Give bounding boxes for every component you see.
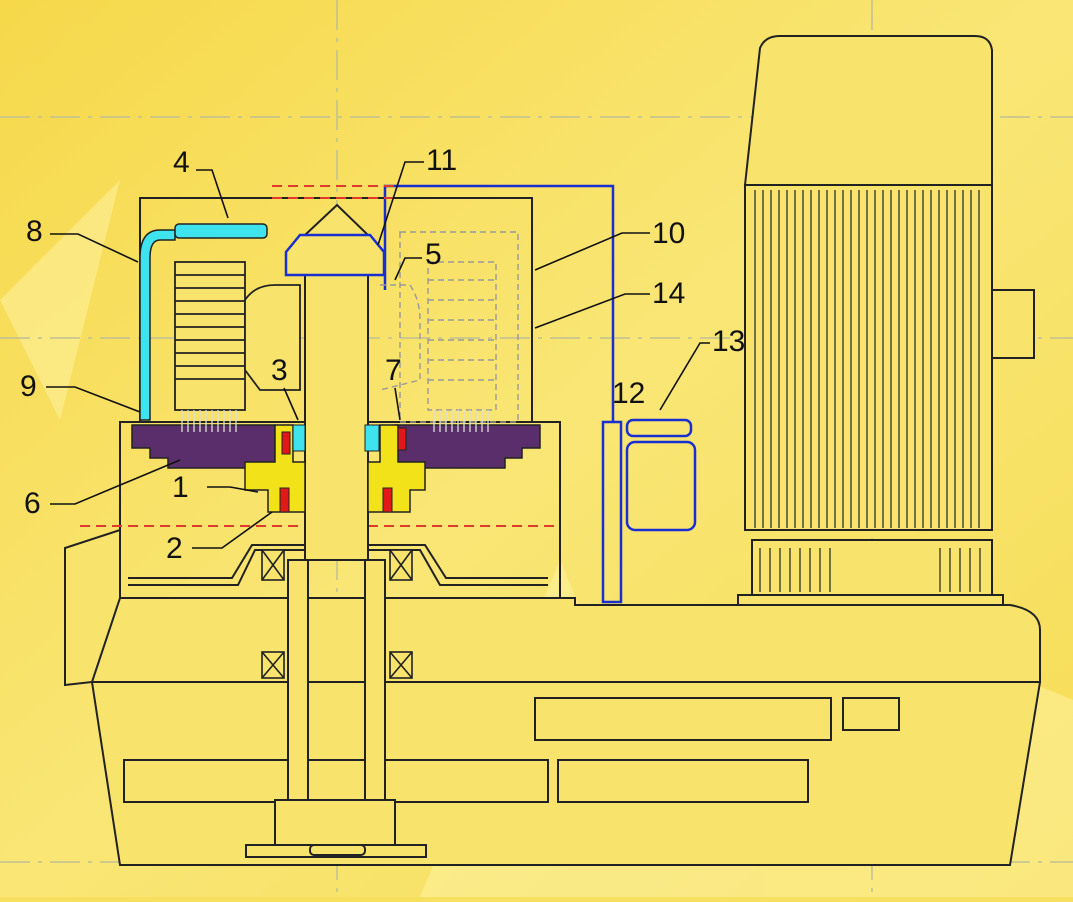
wiring — [383, 184, 615, 422]
base-panel-2 — [842, 697, 900, 731]
callout-6: 6 — [24, 487, 41, 520]
callout-7: 7 — [385, 354, 402, 387]
bearings — [261, 549, 413, 679]
callout-9: 9 — [20, 370, 37, 403]
shaft-cap — [284, 233, 386, 277]
rotor-right-hidden — [379, 231, 519, 423]
callout-labels: 4 11 8 10 5 14 13 9 3 7 12 6 1 2 — [20, 144, 745, 565]
main-shaft — [245, 203, 427, 858]
base-panel-4 — [557, 759, 809, 803]
red-seals — [279, 427, 407, 513]
callout-13: 13 — [712, 325, 745, 358]
callout-2: 2 — [166, 532, 183, 565]
cyan-seals — [292, 424, 380, 452]
callout-14: 14 — [652, 277, 685, 310]
callout-8: 8 — [26, 215, 43, 248]
pins — [181, 410, 489, 432]
callout-3: 3 — [271, 354, 288, 387]
rotor-left — [174, 261, 301, 411]
machine-base — [90, 597, 1042, 866]
callout-5: 5 — [425, 238, 442, 271]
callout-12: 12 — [612, 377, 645, 410]
base-panel-1 — [534, 697, 832, 741]
coolant-pipe — [139, 223, 268, 421]
bearing-plate — [131, 424, 541, 469]
drive-motor — [737, 35, 1035, 606]
callout-11: 11 — [426, 144, 457, 177]
callout-10: 10 — [652, 217, 685, 250]
callout-4: 4 — [173, 146, 190, 179]
callout-1: 1 — [172, 471, 189, 504]
leader-lines — [46, 161, 710, 549]
